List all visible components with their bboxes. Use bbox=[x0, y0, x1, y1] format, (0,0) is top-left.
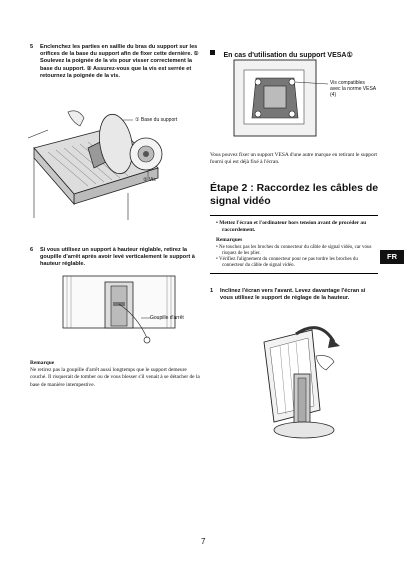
vesa-ref: ① bbox=[346, 52, 353, 59]
remarque-left: Remarque Ne retirez pas la goupille d'ar… bbox=[30, 360, 200, 389]
step-5-text: Enclenchez les parties en saillie du bra… bbox=[40, 44, 199, 79]
power-off-warning-text: Mettez l'écran et l'ordinateur hors tens… bbox=[219, 220, 367, 234]
remarque-title: Remarque bbox=[30, 360, 55, 366]
vesa-label: Vis compatibles avec la norme VESA (4) bbox=[330, 80, 376, 99]
step-1: 1 Inclinez l'écran vers l'avant. Levez d… bbox=[210, 288, 380, 302]
step-number: 6 bbox=[30, 247, 34, 253]
step-6: 6 Si vous utilisez un support à hauteur … bbox=[30, 247, 200, 269]
step-6-text: Si vous utilisez un support à hauteur ré… bbox=[40, 247, 195, 268]
bullet-icon: • bbox=[216, 257, 220, 263]
step-1-text: Inclinez l'écran vers l'avant. Levez dav… bbox=[220, 288, 366, 302]
page-number: 7 bbox=[201, 537, 206, 546]
vesa-text: Vous pouvez fixer un support VESA d'une … bbox=[210, 152, 377, 166]
connection-notes-box: • Mettez l'écran et l'ordinateur hors te… bbox=[210, 215, 378, 275]
bullet-icon: • bbox=[216, 220, 220, 226]
remarques-title: Remarques bbox=[216, 237, 243, 244]
bullet-icon: • bbox=[216, 244, 220, 250]
label-goupille-arret: Goupille d'arrêt bbox=[150, 315, 184, 321]
vesa-heading-text: En cas d'utilisation du support VESA bbox=[223, 52, 347, 59]
language-tab: FR bbox=[380, 250, 404, 264]
step-5: 5 Enclenchez les parties en saillie du b… bbox=[30, 44, 200, 80]
square-bullet-icon bbox=[210, 50, 215, 56]
height-stand-illustration bbox=[62, 275, 176, 344]
tilt-monitor-illustration bbox=[263, 326, 340, 439]
step-number: 1 bbox=[210, 288, 214, 294]
stand-base-illustration bbox=[27, 110, 163, 220]
vesa-monitor-illustration bbox=[233, 59, 329, 137]
etape2-title: Étape 2 : Raccordez les câbles de signal… bbox=[210, 182, 379, 207]
remarque-item-1: • Ne touchez pas les broches du connecte… bbox=[216, 245, 372, 257]
remarque-item-2: • Vérifiez l'alignement du connecteur po… bbox=[216, 257, 372, 269]
vesa-heading: En cas d'utilisation du support VESA① bbox=[210, 44, 380, 62]
step-number: 5 bbox=[30, 44, 34, 50]
power-off-warning: • Mettez l'écran et l'ordinateur hors te… bbox=[216, 220, 372, 234]
label-vis: ② Vis bbox=[143, 177, 156, 183]
remarque-text: Ne retirez pas la goupille d'arrêt aussi… bbox=[30, 367, 200, 388]
remarque-item-1-text: Ne touchez pas les broches du connecteur… bbox=[219, 244, 372, 256]
remarque-item-2-text: Vérifiez l'alignement du connecteur pour… bbox=[219, 257, 358, 269]
label-base-du-support: ① Base du support bbox=[135, 117, 178, 123]
